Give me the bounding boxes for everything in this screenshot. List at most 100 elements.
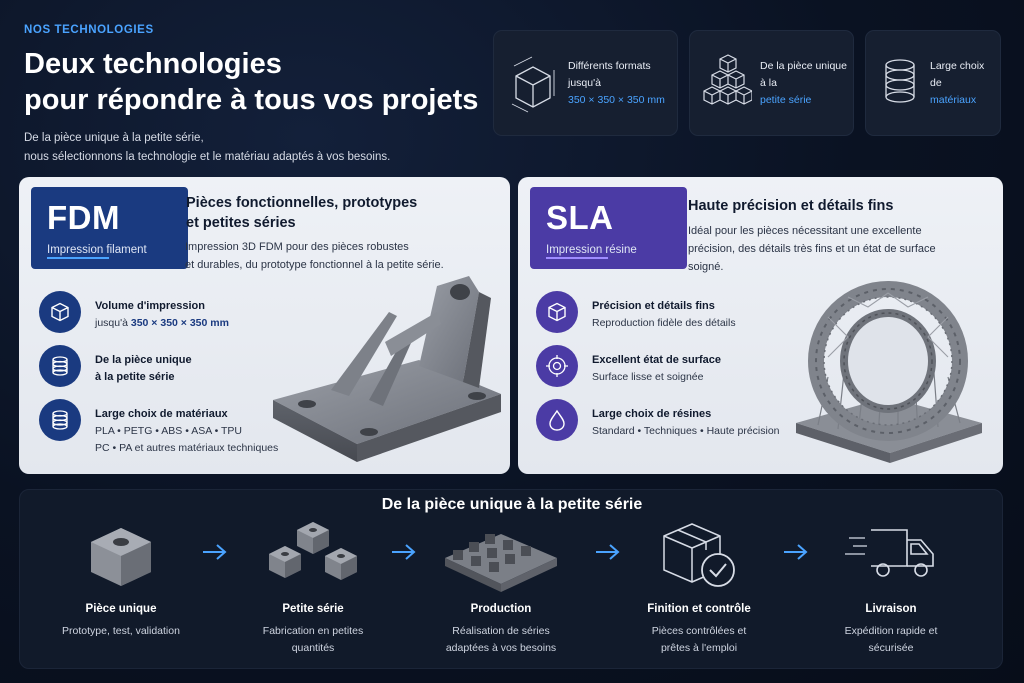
sla-bullet-surface-desc: Surface lisse et soignée (592, 371, 704, 383)
fdm-title-line1: Pièces fonctionnelles, prototypes (186, 195, 418, 211)
sla-badge-title: SLA (546, 199, 614, 236)
sla-bullet-resins-desc: Standard • Techniques • Haute précision (592, 425, 780, 437)
page-title-line1: Deux technologies (24, 48, 282, 80)
fdm-bullet-materials-desc: PLA • PETG • ABS • ASA • TPU (95, 425, 242, 437)
feature-series-line2: à la petite série (760, 75, 847, 109)
fdm-bracket-part-icon (273, 276, 501, 462)
cube-icon (51, 302, 69, 322)
eyebrow: NOS TECHNOLOGIES (24, 24, 154, 36)
page-title: Deux technologies pour répondre à tous v… (24, 46, 494, 118)
sla-description-line1: Idéal pour les pièces nécessitant une ex… (688, 225, 922, 237)
sla-description: Idéal pour les pièces nécessitant une ex… (688, 222, 936, 276)
fdm-title: Pièces fonctionnelles, prototypes et pet… (186, 193, 417, 233)
feature-materials-line2: de matériaux (930, 75, 984, 109)
small-series-icon (269, 522, 357, 580)
single-part-icon (91, 528, 151, 586)
fdm-badge-underline (47, 257, 109, 259)
feature-formats-line1: Différents formats (568, 59, 651, 72)
fdm-bullet-volume: Volume d'impression jusqu'à 350 × 350 × … (39, 291, 229, 333)
page-subtitle-line2: nous sélectionnons la technologie et le … (24, 151, 391, 163)
fdm-badge-subtitle: Impression filament (47, 244, 147, 256)
fdm-bullet-volume-desc: jusqu'à 350 × 350 × 350 mm (95, 315, 229, 332)
sla-title: Haute précision et détails fins (688, 196, 893, 216)
sla-bullet-resins-badge (536, 399, 578, 441)
fdm-badge-title: FDM (47, 199, 120, 236)
precision-cube-icon (548, 302, 566, 322)
fdm-badge: FDM Impression filament (31, 187, 188, 269)
feature-card-small-series: De la pièce unique à la petite série (689, 30, 854, 136)
feature-card-formats: Différents formats jusqu'à 350 × 350 × 3… (493, 30, 678, 136)
fdm-bullet-materials: Large choix de matériaux PLA • PETG • AB… (39, 399, 278, 457)
feature-series-line2-prefix: à la (760, 76, 777, 89)
process-step-finishing-title: Finition et contrôle (647, 603, 751, 615)
sla-card: SLA Impression résine Haute précision et… (518, 177, 1003, 474)
sla-description-line2: précision, des détails très fins et un é… (688, 243, 936, 255)
sla-bullet-surface: Excellent état de surface Surface lisse … (536, 345, 721, 387)
sla-bullet-precision-badge (536, 291, 578, 333)
fdm-bullet-materials-title: Large choix de matériaux (95, 408, 228, 420)
fdm-bullet-volume-badge (39, 291, 81, 333)
process-step-production-title: Production (470, 603, 532, 615)
process-step-small-series-desc-line2: quantités (291, 642, 335, 654)
fdm-description-line1: Impression 3D FDM pour des pièces robust… (185, 241, 409, 253)
fdm-bullet-materials-desc2: PC • PA et autres matériaux techniques (95, 442, 279, 454)
process-step-small-series-title: Petite série (282, 603, 344, 615)
box-check-icon (663, 523, 735, 587)
stacked-cubes-icon (703, 54, 752, 105)
sla-badge-subtitle: Impression résine (546, 244, 637, 256)
feature-series-line2-accent: petite série (760, 93, 812, 106)
arrow-right-icon (392, 544, 416, 560)
process-step-production-desc-line2: adaptées à vos besoins (445, 642, 557, 654)
fdm-bullet-series: De la pièce unique à la petite série (39, 345, 192, 387)
process-step-finishing-desc: Pièces contrôlées et prêtes à l'emploi (614, 623, 784, 657)
fdm-card: FDM Impression filament Pièces fonctionn… (19, 177, 510, 474)
arrow-right-icon (203, 544, 227, 560)
spool-stack-icon (52, 356, 68, 376)
arrow-right-icon (596, 544, 620, 560)
fdm-bullet-volume-desc-prefix: jusqu'à (95, 317, 131, 329)
sla-bullet-surface-badge (536, 345, 578, 387)
process-step-finishing-desc-line1: Pièces contrôlées et (651, 625, 747, 637)
cube-dimensions-icon (511, 56, 555, 113)
page-subtitle: De la pièce unique à la petite série, no… (24, 129, 390, 167)
process-step-production-desc-line1: Réalisation de séries (452, 625, 550, 637)
fdm-bullet-series-badge (39, 345, 81, 387)
sla-title-line1: Haute précision et détails fins (688, 198, 894, 214)
material-spools-icon (885, 59, 915, 103)
process-panel: De la pièce unique à la petite série Piè… (19, 489, 1003, 669)
process-step-delivery-title: Livraison (865, 603, 917, 615)
process-step-single-desc-line1: Prototype, test, validation (62, 625, 180, 637)
sla-bullet-surface-title: Excellent état de surface (592, 354, 722, 366)
feature-formats-line2: jusqu'à (568, 76, 601, 89)
fdm-bullet-series-desc: à la petite série (95, 371, 175, 383)
process-step-finishing-desc-line2: prêtes à l'emploi (660, 642, 738, 654)
sla-bullet-resins: Large choix de résines Standard • Techni… (536, 399, 780, 441)
fdm-title-line2: et petites séries (186, 215, 296, 231)
process-step-single-title: Pièce unique (85, 603, 157, 615)
feature-materials-line2-accent: matériaux (930, 93, 977, 106)
target-icon (546, 355, 568, 377)
fdm-bullet-volume-title: Volume d'impression (95, 300, 205, 312)
fdm-bullet-materials-badge (39, 399, 81, 441)
fdm-description-line2: et durables, du prototype fonctionnel à … (185, 259, 444, 271)
sla-bullet-precision: Précision et détails fins Reproduction f… (536, 291, 736, 333)
sla-badge: SLA Impression résine (530, 187, 687, 269)
delivery-truck-icon (845, 529, 934, 577)
fdm-bullet-series-title: De la pièce unique (95, 354, 192, 366)
sla-bullet-precision-title: Précision et détails fins (592, 300, 715, 312)
process-step-delivery-desc: Expédition rapide et sécurisée (806, 623, 976, 657)
sla-description-line3: soigné. (688, 261, 724, 273)
sla-lattice-part-icon (796, 281, 982, 463)
production-tray-icon (445, 534, 557, 592)
materials-icon (52, 410, 68, 430)
feature-materials-line2-prefix: de (930, 76, 942, 89)
feature-card-materials: Large choix de matériaux (865, 30, 1001, 136)
fdm-description: Impression 3D FDM pour des pièces robust… (185, 238, 444, 274)
sla-bullet-precision-desc: Reproduction fidèle des détails (592, 317, 736, 329)
process-step-single-desc: Prototype, test, validation (36, 623, 206, 640)
process-step-small-series-desc: Fabrication en petites quantités (228, 623, 398, 657)
arrow-right-icon (784, 544, 808, 560)
process-title: De la pièce unique à la petite série (381, 496, 643, 513)
feature-materials-line1: Large choix (930, 59, 985, 72)
process-step-production-desc: Réalisation de séries adaptées à vos bes… (416, 623, 586, 657)
